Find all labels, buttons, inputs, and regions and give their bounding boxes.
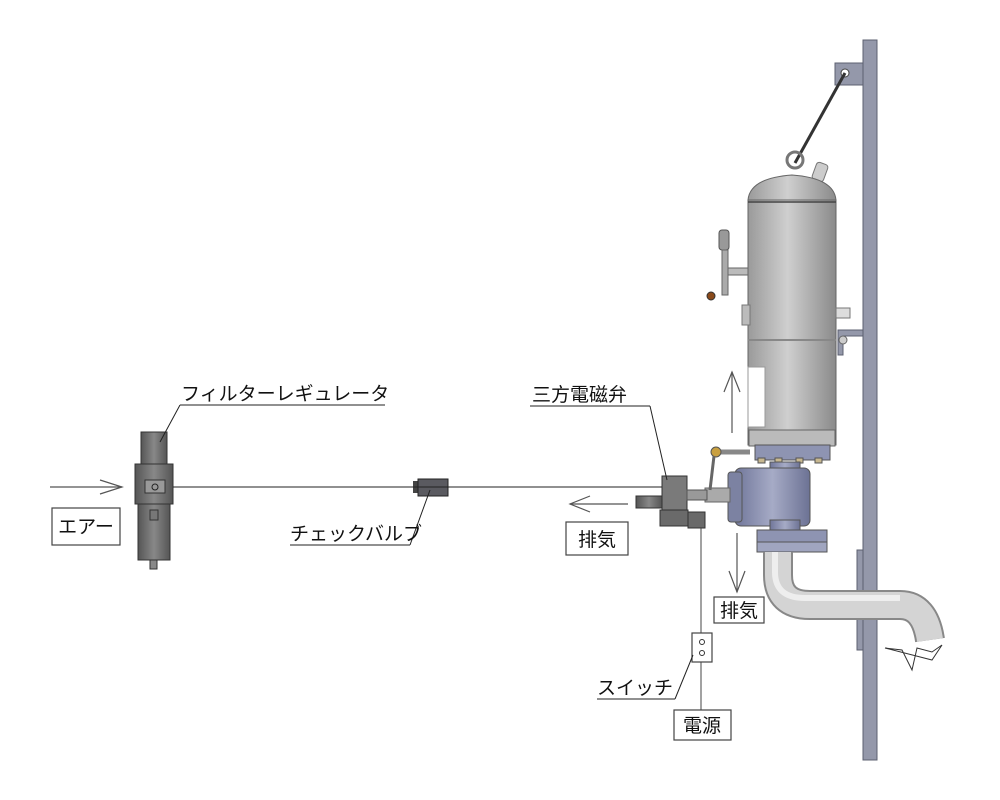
tie-rod xyxy=(785,72,847,170)
exhaust-down-label: 排気 xyxy=(720,600,758,622)
switch-label: スイッチ xyxy=(597,677,673,699)
three-way-solenoid-valve xyxy=(635,475,708,529)
exhaust-down-box xyxy=(713,596,765,624)
filter-regulator-label: フィルターレギュレータ xyxy=(181,383,389,405)
solenoid-valve-label: 三方電磁弁 xyxy=(532,384,627,406)
exhaust-down-arrow xyxy=(728,533,746,594)
exhaust-burst-icon xyxy=(884,644,943,672)
check-valve-label: チェックバルブ xyxy=(290,522,422,545)
power-box xyxy=(673,709,732,741)
switch-icon[interactable] xyxy=(691,632,713,663)
air-tank xyxy=(741,161,851,447)
leader-lines xyxy=(159,404,694,700)
air-label: エアー xyxy=(58,516,114,538)
main-valve xyxy=(704,444,831,553)
air-box xyxy=(51,507,121,546)
exhaust-left-arrow xyxy=(568,495,628,513)
wall-post xyxy=(834,39,878,761)
exhaust-left-label: 排気 xyxy=(578,529,616,551)
discharge-pipe xyxy=(763,552,945,643)
power-label: 電源 xyxy=(683,715,721,737)
air-inlet-arrow xyxy=(50,479,124,495)
exhaust-left-box xyxy=(565,521,629,556)
filter-regulator xyxy=(134,431,174,570)
flow-up-arrow xyxy=(723,370,741,433)
pressure-gauge xyxy=(706,229,749,301)
